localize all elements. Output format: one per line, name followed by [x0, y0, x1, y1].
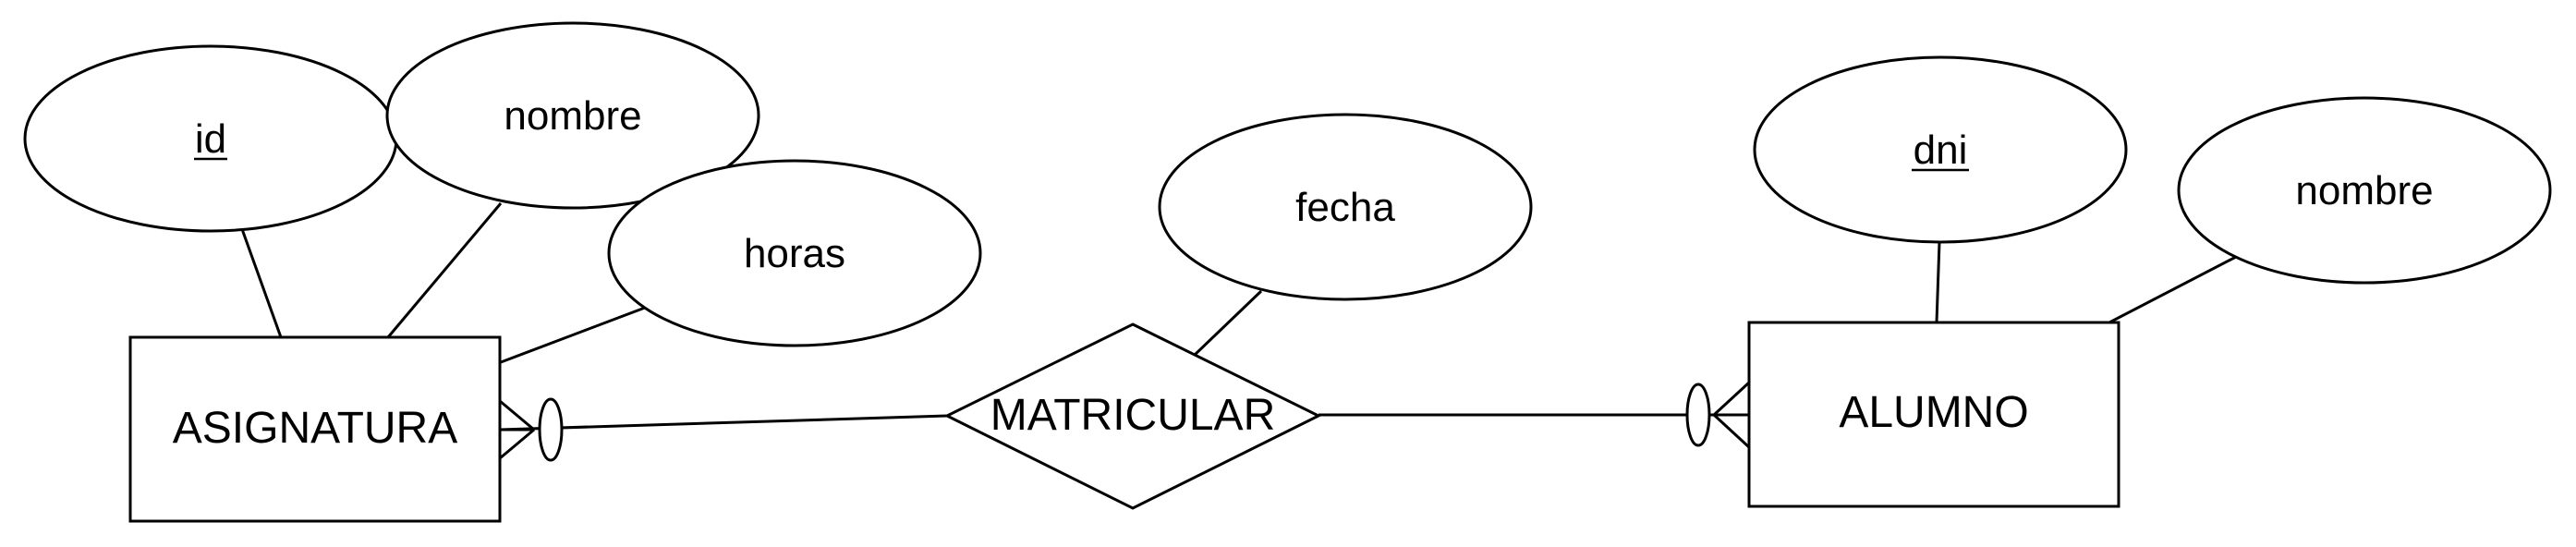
attribute-horas[interactable]: horas — [607, 159, 982, 347]
attribute-horas-label: horas — [744, 231, 845, 276]
connector-id-asignatura — [240, 228, 283, 338]
entity-asignatura[interactable]: ASIGNATURA — [128, 335, 502, 523]
connector-fecha-matricular — [1193, 289, 1263, 357]
connector-nombre-alumno — [2108, 255, 2237, 324]
crows-foot-asignatura-bottom — [499, 428, 535, 460]
optional-circle-alumno — [1685, 383, 1711, 447]
attribute-nombre-alumno-label: nombre — [2295, 168, 2433, 213]
attribute-fecha[interactable]: fecha — [1158, 113, 1533, 301]
attribute-nombre-alumno[interactable]: nombre — [2177, 96, 2552, 285]
connector-asignatura-matricular — [499, 414, 949, 432]
connector-horas-asignatura — [500, 306, 646, 364]
relationship-connectors — [499, 381, 1751, 462]
attribute-dni-label: dni — [1914, 128, 1968, 173]
attribute-id-label: id — [195, 116, 226, 162]
entity-alumno-label: ALUMNO — [1839, 388, 2028, 437]
optional-circle-asignatura — [538, 397, 564, 462]
attribute-fecha-label: fecha — [1295, 185, 1395, 230]
relationship-matricular-label: MATRICULAR — [990, 391, 1275, 440]
crows-foot-alumno-top — [1712, 381, 1751, 417]
crows-foot-alumno-bottom — [1712, 413, 1751, 449]
entity-alumno[interactable]: ALUMNO — [1747, 321, 2120, 508]
connector-dni-alumno — [1935, 241, 1941, 323]
attribute-id[interactable]: id — [23, 44, 398, 233]
attribute-connectors — [240, 202, 2237, 364]
attribute-nombre-asignatura-label: nombre — [504, 93, 641, 139]
crows-foot-asignatura-top — [499, 399, 535, 432]
entity-asignatura-label: ASIGNATURA — [173, 404, 457, 453]
attribute-nombre-asignatura[interactable]: nombre — [385, 21, 760, 210]
attribute-dni[interactable]: dni — [1753, 55, 2128, 244]
connector-nombre-asignatura — [386, 202, 503, 338]
relationship-matricular[interactable]: MATRICULAR — [943, 322, 1322, 510]
